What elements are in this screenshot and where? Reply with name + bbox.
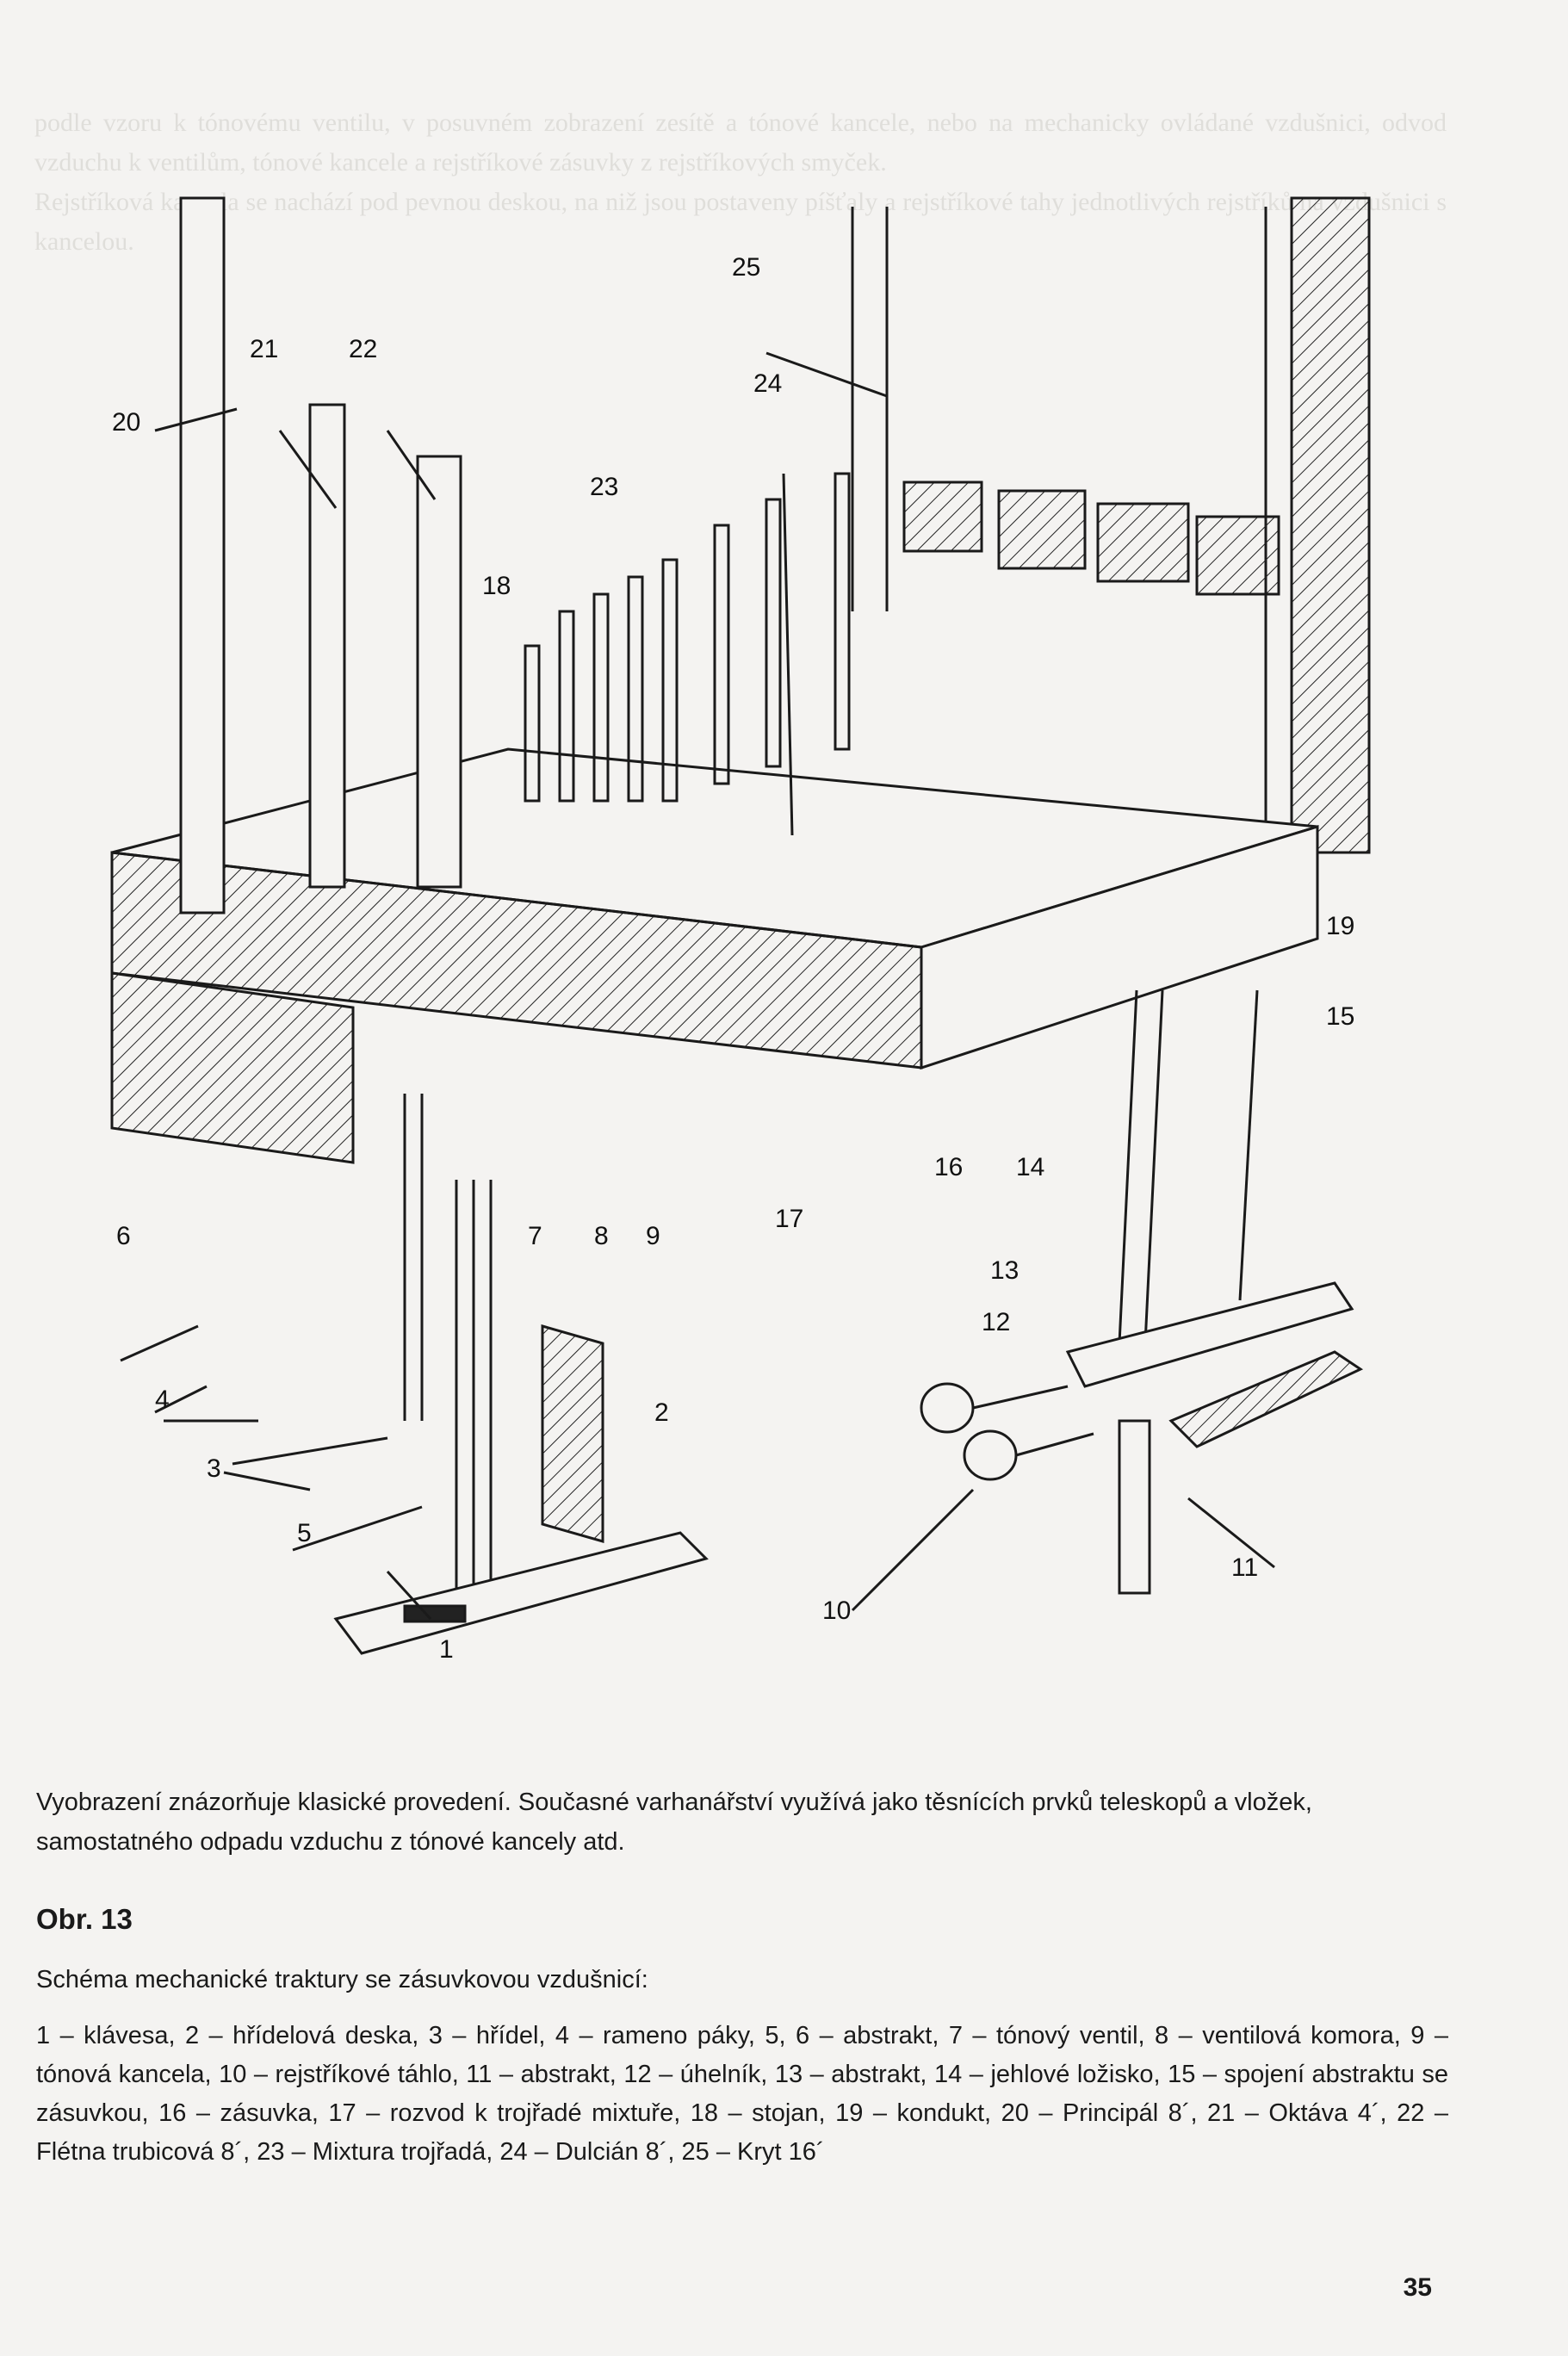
bleed-through-line: Rejstříková kancela se nachází pod pevno… [34,188,1447,256]
bleed-through-line: podle vzoru k tónovému ventilu, v posuvn… [34,108,1447,177]
pipe-flute [416,455,462,889]
stop-mechanism [1065,1281,1354,1388]
pipe-small [558,610,575,803]
label-7: 7 [528,1222,542,1250]
label-25: 25 [732,253,760,282]
organ-mechanism-drawing: 1 2 3 4 5 6 7 8 9 10 11 12 13 14 15 16 1… [26,78,1542,1765]
label-14: 14 [1016,1153,1044,1181]
figure-title: Schéma mechanické traktury se zásuvkovou… [36,1966,648,1993]
wall [1290,196,1371,854]
label-15: 15 [1326,1002,1354,1031]
chest-box [1096,502,1190,583]
label-3: 3 [207,1454,221,1483]
stop-knob [920,1382,975,1434]
label-2: 2 [654,1398,669,1427]
pipe-small [661,558,679,803]
pipe-small [834,472,851,751]
label-13: 13 [990,1256,1019,1285]
chest-box [1195,515,1280,596]
lower-chest [110,971,355,1164]
pipe-small [713,524,730,785]
label-24: 24 [753,369,782,398]
windchest-side [920,824,1319,1070]
label-5: 5 [297,1519,312,1547]
label-6: 6 [116,1222,131,1250]
pipe-small [524,644,541,803]
label-10: 10 [822,1596,851,1625]
figure-legend: 1 – klávesa, 2 – hřídelová deska, 3 – hř… [36,2022,1448,2166]
pipe-small [592,592,610,803]
label-8: 8 [594,1222,609,1250]
page-number: 35 [1403,2273,1432,2302]
label-1: 1 [439,1635,454,1664]
label-12: 12 [982,1308,1010,1336]
label-17: 17 [775,1205,803,1233]
label-16: 16 [934,1153,963,1181]
drawing-svg: 1 2 3 4 5 6 7 8 9 10 11 12 13 14 15 16 1… [110,196,1371,1664]
pipe-principal [179,196,226,914]
label-21: 21 [250,335,278,363]
pipe-octave [308,403,346,889]
figure-number: Obr. 13 [36,1903,133,1935]
label-11: 11 [1231,1553,1258,1582]
stop-knob [963,1429,1018,1481]
label-18: 18 [482,572,511,600]
chest-box [902,480,983,553]
chest-box [997,489,1087,570]
label-9: 9 [646,1222,660,1250]
figure-caption: Vyobrazení znázorňuje klasické provedení… [36,1789,1312,1856]
keyboard [333,1531,709,1655]
label-22: 22 [349,335,377,363]
stop-post [1118,1419,1151,1595]
label-19: 19 [1326,912,1354,940]
pipe-small [765,498,782,768]
key [403,1604,467,1623]
label-20: 20 [112,408,140,437]
roller-board [541,1324,604,1543]
stop-mechanism-front [1168,1350,1364,1448]
label-23: 23 [590,473,618,501]
pipe-small [627,575,644,803]
bleed-through-text: podle vzoru k tónovému ventilu, v posuvn… [34,103,1447,262]
label-4: 4 [155,1386,170,1414]
